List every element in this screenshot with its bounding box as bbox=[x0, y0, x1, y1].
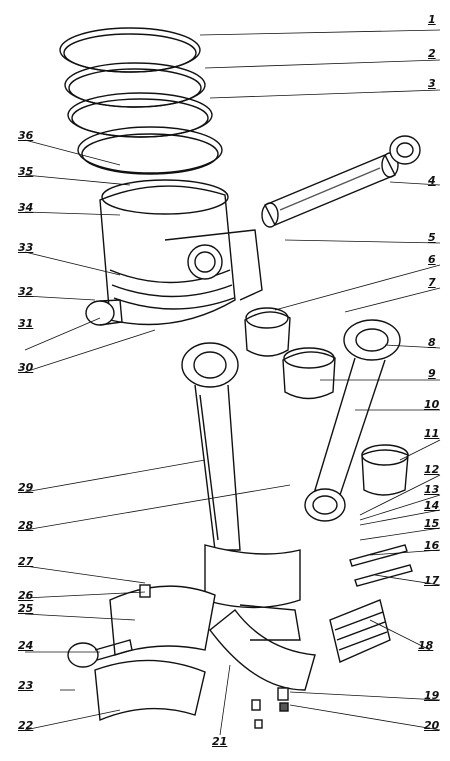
callout-8: 8 bbox=[428, 336, 436, 349]
callout-28: 28 bbox=[18, 519, 34, 532]
callout-24: 24 bbox=[18, 639, 34, 652]
callout-23: 23 bbox=[18, 679, 34, 692]
callout-36: 36 bbox=[18, 129, 34, 142]
callout-7: 7 bbox=[428, 276, 436, 289]
nut-20 bbox=[279, 702, 289, 712]
callout-33: 33 bbox=[18, 241, 34, 254]
bushing-6 bbox=[244, 307, 291, 357]
connecting-rod-10 bbox=[304, 319, 401, 522]
callout-29: 29 bbox=[18, 481, 34, 494]
callout-27: 27 bbox=[18, 555, 34, 568]
callout-22: 22 bbox=[18, 719, 34, 732]
piston-ring-36 bbox=[77, 126, 223, 175]
callout-11: 11 bbox=[424, 427, 440, 440]
bearing-shell-25 bbox=[109, 585, 216, 656]
leader-lines bbox=[24, 29, 441, 736]
nut-19 bbox=[277, 687, 289, 701]
callout-15: 15 bbox=[424, 517, 440, 530]
callout-6: 6 bbox=[428, 253, 436, 266]
connecting-rod-29 bbox=[181, 342, 301, 609]
callout-10: 10 bbox=[424, 398, 440, 411]
callout-35: 35 bbox=[18, 165, 34, 178]
piston-34 bbox=[99, 179, 263, 326]
callout-1: 1 bbox=[428, 13, 436, 26]
callout-12: 12 bbox=[424, 463, 440, 476]
piston-ring-3 bbox=[67, 92, 213, 138]
callout-25: 25 bbox=[18, 602, 34, 615]
callout-30: 30 bbox=[18, 361, 34, 374]
callout-9: 9 bbox=[428, 367, 436, 380]
shim-pack-18 bbox=[329, 599, 391, 663]
callout-16: 16 bbox=[424, 539, 440, 552]
callout-26: 26 bbox=[18, 589, 34, 602]
callout-17: 17 bbox=[424, 574, 440, 587]
bolt-16 bbox=[349, 544, 408, 567]
piston-ring-1 bbox=[59, 27, 201, 73]
callout-14: 14 bbox=[424, 499, 440, 512]
callout-4: 4 bbox=[428, 174, 436, 187]
callout-32: 32 bbox=[18, 285, 34, 298]
callout-5: 5 bbox=[428, 231, 436, 244]
callout-19: 19 bbox=[424, 689, 440, 702]
callout-21: 21 bbox=[212, 735, 228, 748]
bushing-11 bbox=[361, 444, 409, 496]
bushing-9 bbox=[282, 347, 336, 400]
bearing-shell-22 bbox=[94, 659, 206, 722]
callout-18: 18 bbox=[418, 639, 434, 652]
wrist-pin-4 bbox=[261, 135, 421, 228]
callout-31: 31 bbox=[18, 317, 34, 330]
piston-ring-2 bbox=[64, 62, 206, 108]
bolt-17 bbox=[354, 564, 413, 587]
nut-lower-a bbox=[251, 699, 261, 711]
callout-2: 2 bbox=[428, 47, 436, 60]
callout-34: 34 bbox=[18, 201, 34, 214]
bolt-24 bbox=[67, 639, 133, 668]
nut-lower-b bbox=[254, 719, 263, 729]
callout-13: 13 bbox=[424, 483, 440, 496]
callout-20: 20 bbox=[424, 719, 440, 732]
callout-3: 3 bbox=[428, 77, 436, 90]
pin-plug-32 bbox=[85, 299, 123, 326]
rod-cap-21 bbox=[209, 604, 316, 691]
nut-27 bbox=[139, 584, 151, 598]
